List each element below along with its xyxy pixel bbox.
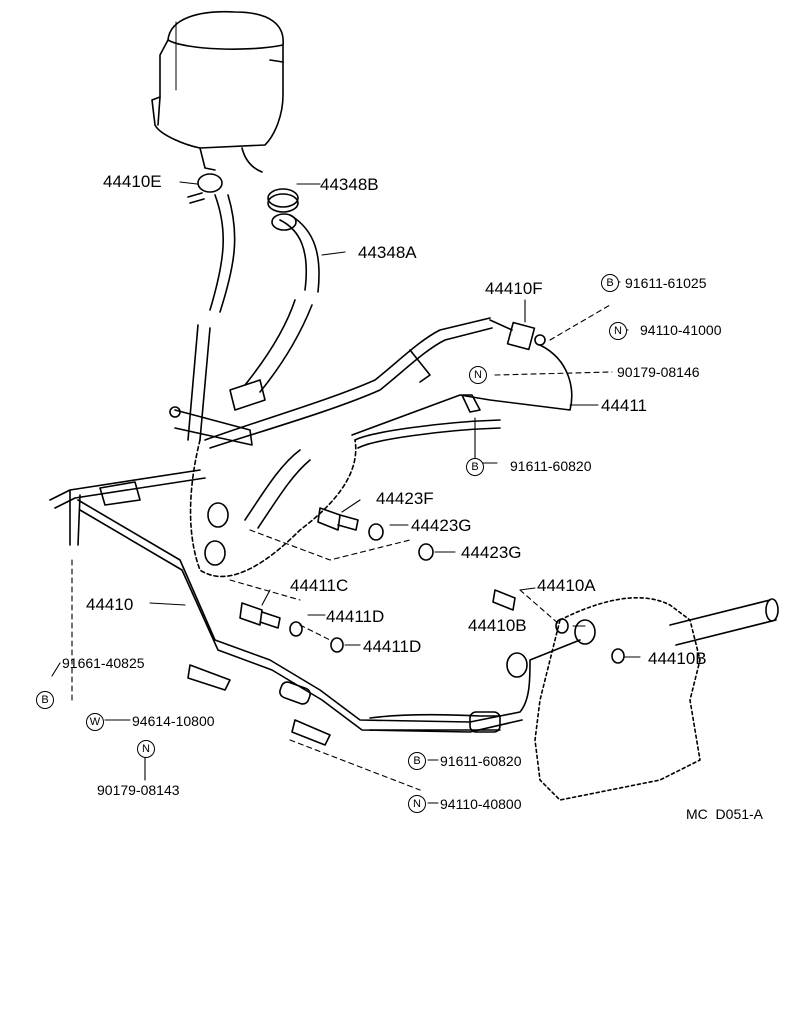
ref-94110-40800: 94110-40800 — [440, 796, 522, 812]
label-44423G-2: 44423G — [461, 543, 522, 562]
label-44410B-1: 44410B — [468, 616, 527, 635]
bolt-marker-b: B — [408, 752, 426, 770]
upper-pressure-pipe — [204, 317, 493, 449]
main-pipe-44410 — [49, 469, 581, 746]
nut-marker-n: N — [609, 322, 627, 340]
ref-94110-41000: 94110-41000 — [640, 322, 722, 338]
label-44411D-2: 44411D — [363, 637, 422, 656]
label-44411D-1: 44411D — [326, 607, 385, 626]
bolt-marker-b: B — [466, 458, 484, 476]
leader-lines — [71, 304, 613, 791]
washer-marker-w: W — [86, 713, 104, 731]
bolt-marker-b: B — [601, 274, 619, 292]
ref-91611-60820-bottom: 91611-60820 — [440, 753, 522, 769]
reservoir-tank — [151, 10, 284, 173]
nut-marker-n: N — [408, 795, 426, 813]
ref-91611-61025: 91611-61025 — [625, 275, 707, 291]
vertical-pipe — [169, 324, 253, 446]
reservoir-hoses — [209, 194, 320, 411]
ref-91661-40825: 91661-40825 — [62, 655, 145, 671]
pump-banjo-fittings — [204, 502, 434, 653]
line-44411 — [244, 344, 573, 529]
label-44410E: 44410E — [103, 172, 162, 191]
ref-94614-10800: 94614-10800 — [132, 713, 215, 729]
label-44423F: 44423F — [376, 489, 434, 508]
label-44411: 44411 — [601, 396, 648, 415]
bolt-marker-b: B — [36, 691, 54, 709]
label-44411C: 44411C — [290, 576, 349, 595]
label-44410A: 44410A — [537, 576, 596, 595]
hose-clamps — [187, 173, 299, 213]
label-44410: 44410 — [86, 595, 134, 614]
label-44410F: 44410F — [485, 279, 543, 298]
union-44410F — [489, 319, 546, 351]
steering-gear-housing — [492, 589, 779, 801]
ref-90179-08143: 90179-08143 — [97, 782, 180, 798]
label-44410B-2: 44410B — [648, 649, 707, 668]
ref-91611-60820-top: 91611-60820 — [510, 458, 592, 474]
nut-marker-n: N — [137, 740, 155, 758]
label-44348B: 44348B — [320, 175, 379, 194]
pump-body — [189, 439, 357, 578]
ref-90179-08146: 90179-08146 — [617, 364, 700, 380]
diagram-code: MC D051-A — [686, 806, 764, 822]
label-44423G-1: 44423G — [411, 516, 472, 535]
nut-marker-n: N — [469, 366, 487, 384]
label-leaders — [51, 181, 641, 804]
label-44348A: 44348A — [358, 243, 417, 262]
